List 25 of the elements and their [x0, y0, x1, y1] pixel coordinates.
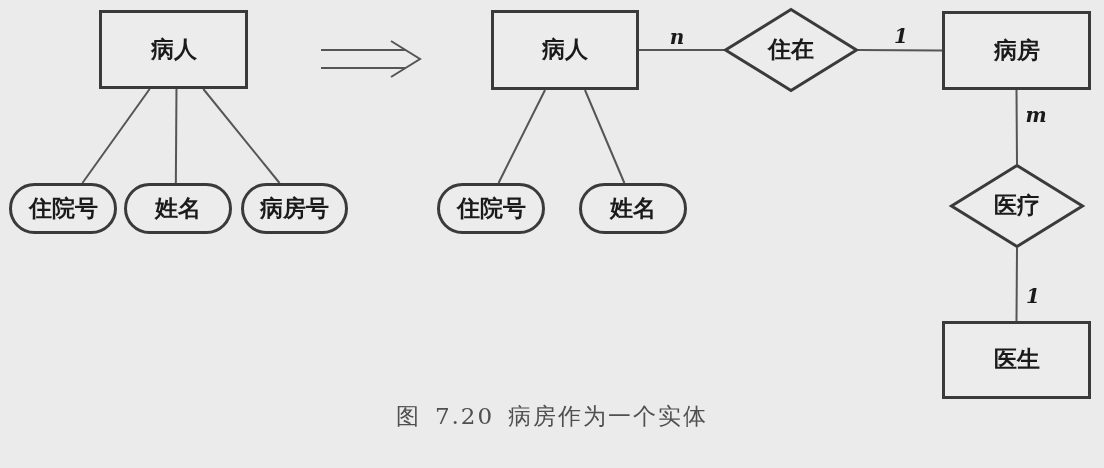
relationship-label: 住在 [768, 37, 814, 63]
relationship-label: 医疗 [994, 193, 1040, 219]
attribute-label: 病房号 [260, 195, 329, 222]
attribute-label: 住院号 [456, 195, 526, 222]
entity-label: 病人 [150, 36, 197, 63]
connector-line [497, 89, 546, 184]
entity-box [491, 10, 639, 90]
attribute-label: 姓名 [155, 195, 201, 222]
entity-box [942, 11, 1091, 90]
entity-label: 医生 [993, 347, 1040, 373]
connector-line [202, 88, 281, 184]
connector-line [638, 49, 725, 51]
entity-label: 病房 [993, 37, 1040, 64]
connector-line [584, 89, 626, 184]
attribute-label: 住院号 [28, 195, 98, 222]
connector-line [174, 88, 178, 184]
entity-box [99, 10, 248, 89]
entity-label: 病人 [542, 37, 588, 63]
figure-caption: 图 7.20 病房作为一个实体 [395, 403, 708, 429]
connector-line [81, 88, 151, 184]
connector-line [1015, 247, 1018, 322]
entity-box [942, 321, 1091, 399]
attribute-label: 姓名 [610, 195, 656, 222]
connector-line [857, 49, 943, 52]
connector-line [1015, 89, 1018, 165]
